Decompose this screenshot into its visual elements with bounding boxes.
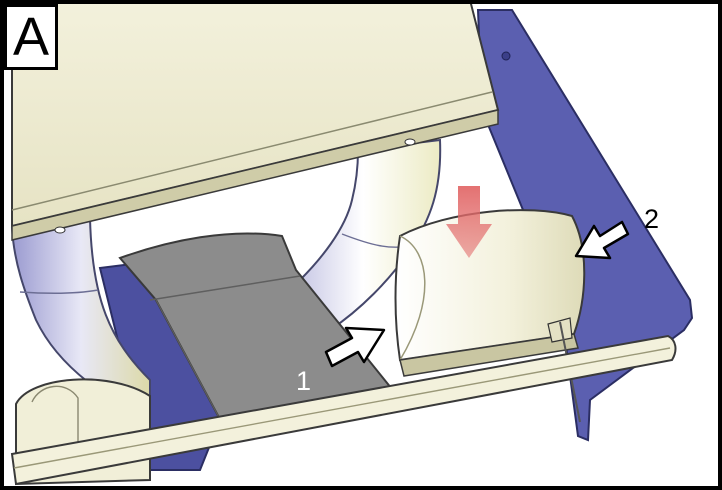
beam-bolt-left [54, 226, 66, 234]
beam-edge-line [11, 91, 493, 211]
center-tray [118, 232, 406, 440]
callout-label-1: 1 [296, 366, 312, 396]
insert-direction-arrow [446, 186, 492, 258]
callout-label-2: 2 [644, 204, 660, 234]
latch-pin [547, 317, 573, 343]
end-cap-edge [399, 235, 426, 361]
pointer-arrow-1 [324, 326, 386, 368]
end-cap-lip [399, 333, 579, 377]
beam-bolt-right [404, 138, 416, 146]
tray-fold-line [149, 275, 301, 301]
end-cap [394, 209, 586, 362]
pointer-arrow-2 [574, 220, 630, 260]
bottom-rail [10, 334, 677, 486]
beam-lip [11, 109, 499, 241]
tray-edge-left [155, 299, 231, 439]
panel-label: A [4, 4, 58, 70]
bottom-rail-edge [13, 347, 671, 469]
mounting-hole [501, 51, 511, 61]
left-tube-seam [19, 289, 99, 295]
lower-cylinder-edge [31, 385, 79, 470]
